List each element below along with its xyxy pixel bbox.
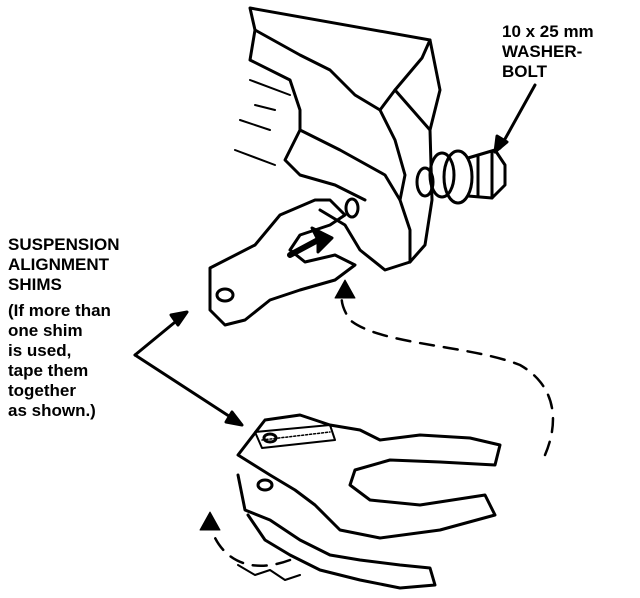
lower-shim-pair [236, 413, 502, 590]
upper-arrowhead [334, 279, 356, 299]
shims-note-line-2: one shim [8, 321, 83, 340]
bolt-label-line-3: BOLT [502, 62, 548, 81]
motion-arrows [208, 288, 555, 568]
bolt-leader-arrow [493, 83, 537, 154]
shims-note-line-3: is used, [8, 341, 72, 360]
shims-label: SUSPENSION ALIGNMENT SHIMS [8, 235, 119, 295]
upper-shim [208, 197, 360, 327]
shims-label-line-3: SHIMS [8, 275, 62, 294]
washer-bolt-label: 10 x 25 mm WASHER- BOLT [502, 22, 594, 82]
bolt-label-line-1: 10 x 25 mm [502, 22, 594, 41]
shims-label-line-2: ALIGNMENT [8, 255, 110, 274]
shims-label-line-1: SUSPENSION [8, 235, 120, 254]
shims-note-line-1: (If more than [8, 301, 111, 320]
shims-note-line-4: tape them [8, 361, 89, 380]
shims-note: (If more than one shim is used, tape the… [8, 301, 111, 421]
shims-note-line-6: as shown.) [8, 401, 96, 420]
shims-note-line-5: together [8, 381, 76, 400]
lower-arrowhead [199, 511, 221, 531]
shim-leader-arrows [133, 310, 244, 427]
bolt-label-line-2: WASHER- [502, 42, 583, 61]
washer-bolt [415, 148, 507, 205]
